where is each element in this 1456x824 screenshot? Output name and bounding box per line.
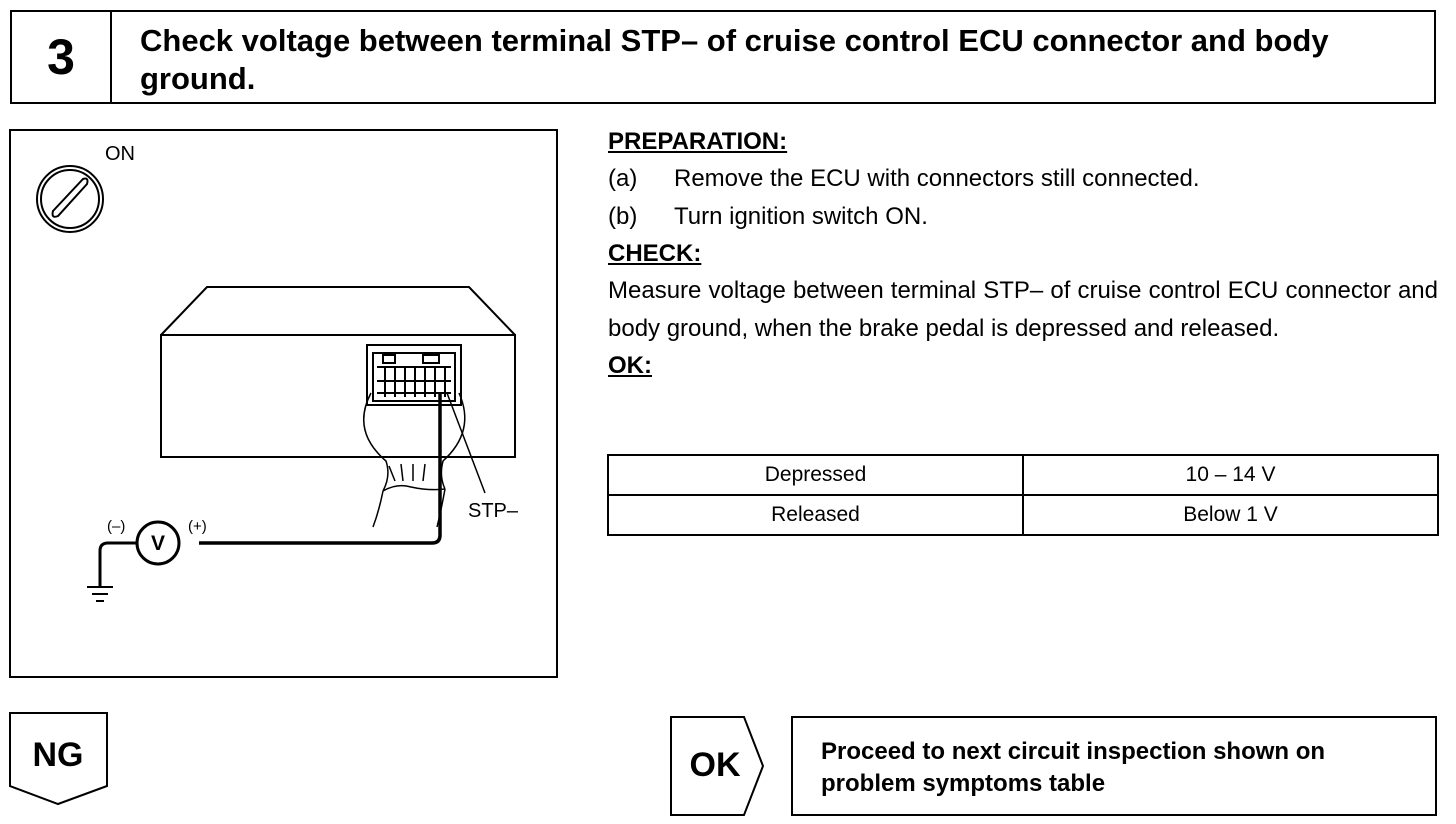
preparation-step: (a) Remove the ECU with connectors still… (608, 160, 1438, 198)
condition-cell: Released (607, 494, 1024, 536)
ok-spec-table: Depressed 10 – 14 V Released Below 1 V (607, 454, 1439, 536)
step-title: Check voltage between terminal STP– of c… (140, 23, 1329, 96)
ng-result-tag: NG (9, 712, 109, 811)
step-number: 3 (12, 12, 112, 102)
instructions: PREPARATION: (a) Remove the ECU with con… (608, 124, 1438, 384)
step-marker: (a) (608, 165, 638, 192)
step-text: Remove the ECU with connectors still con… (674, 165, 1200, 192)
condition-cell: Depressed (607, 454, 1024, 496)
terminal-label: STP– (468, 500, 519, 522)
ecu-connector (366, 344, 462, 406)
negative-lead-label: (–) (107, 518, 126, 535)
preparation-step: (b) Turn ignition switch ON. (608, 198, 1438, 236)
ok-action-box: Proceed to next circuit inspection shown… (791, 716, 1437, 816)
table-row: Depressed 10 – 14 V (607, 454, 1439, 496)
ground-icon (87, 586, 113, 602)
step-header: 3 Check voltage between terminal STP– of… (10, 10, 1436, 104)
ground-lead (98, 541, 137, 587)
wiring-diagram (36, 165, 516, 602)
ok-label: OK (689, 746, 741, 784)
wire-harness (363, 392, 466, 528)
ok-tag-shape (670, 716, 765, 816)
ok-result-tag: OK (670, 716, 766, 821)
step-marker: (b) (608, 203, 638, 230)
wiring-illustration: ON STP– (–) (+) V (9, 129, 558, 678)
ignition-on-label: ON (105, 143, 135, 165)
positive-lead-label: (+) (188, 518, 207, 535)
table-row: Released Below 1 V (607, 494, 1439, 536)
value-cell: 10 – 14 V (1022, 454, 1439, 496)
probe-lead (199, 392, 486, 545)
ok-heading: OK: (608, 352, 652, 379)
ng-tag-shape (9, 712, 108, 806)
preparation-heading: PREPARATION: (608, 128, 788, 155)
voltmeter-symbol: V (150, 532, 165, 555)
ignition-switch-icon (36, 165, 104, 233)
ok-action-text: Proceed to next circuit inspection shown… (821, 738, 1326, 797)
step-text: Turn ignition switch ON. (674, 203, 928, 230)
check-heading: CHECK: (608, 240, 702, 267)
check-text: Measure voltage between terminal STP– of… (608, 277, 1438, 342)
value-cell: Below 1 V (1022, 494, 1439, 536)
ng-label: NG (32, 736, 84, 774)
